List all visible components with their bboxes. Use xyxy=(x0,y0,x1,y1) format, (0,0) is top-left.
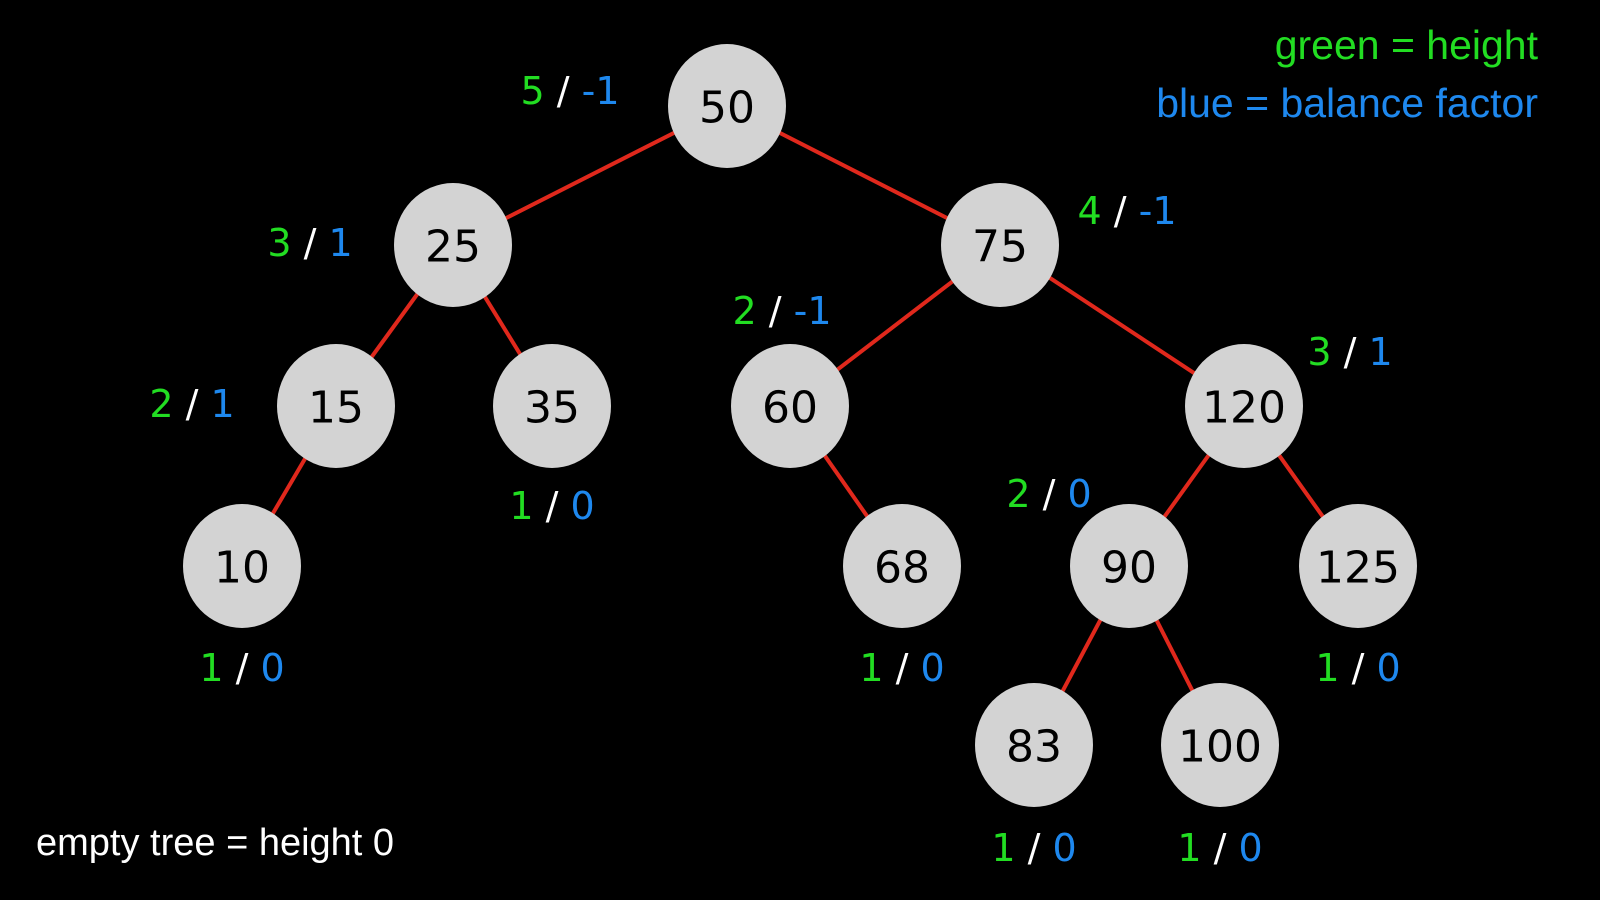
node-annotation-35: 1 / 0 xyxy=(509,484,594,528)
node-value: 25 xyxy=(425,222,481,273)
node-circle xyxy=(941,183,1059,307)
node-circle xyxy=(1299,504,1417,628)
node-circle xyxy=(731,344,849,468)
separator: / xyxy=(1202,826,1239,870)
height-value: 1 xyxy=(991,826,1015,870)
node-value: 125 xyxy=(1316,543,1400,594)
tree-node-10: 10 xyxy=(183,504,301,628)
separator: / xyxy=(224,646,261,690)
separator: / xyxy=(545,69,582,113)
node-annotation-75: 4 / -1 xyxy=(1077,189,1176,233)
node-annotation-100: 1 / 0 xyxy=(1177,826,1262,870)
height-value: 1 xyxy=(199,646,223,690)
node-annotation-120: 3 / 1 xyxy=(1307,330,1392,374)
balance-factor-value: -1 xyxy=(582,69,620,113)
node-value: 68 xyxy=(874,543,930,594)
separator: / xyxy=(174,382,211,426)
node-annotation-60: 2 / -1 xyxy=(732,289,831,333)
tree-node-75: 75 xyxy=(941,183,1059,307)
node-circle xyxy=(1161,683,1279,807)
tree-node-25: 25 xyxy=(394,183,512,307)
node-annotation-83: 1 / 0 xyxy=(991,826,1076,870)
legend: green = height blue = balance factor xyxy=(1156,16,1538,132)
legend-height: green = height xyxy=(1274,22,1538,68)
tree-node-60: 60 xyxy=(731,344,849,468)
separator: / xyxy=(1102,189,1139,233)
separator: / xyxy=(1332,330,1369,374)
node-circle xyxy=(843,504,961,628)
node-annotation-125: 1 / 0 xyxy=(1315,646,1400,690)
node-value: 83 xyxy=(1006,722,1062,773)
tree-node-35: 35 xyxy=(493,344,611,468)
balance-factor-value: 0 xyxy=(1067,472,1091,516)
node-annotation-15: 2 / 1 xyxy=(149,382,234,426)
node-value: 100 xyxy=(1178,722,1262,773)
node-circle xyxy=(975,683,1093,807)
height-value: 3 xyxy=(267,221,291,265)
height-value: 2 xyxy=(149,382,173,426)
balance-factor-value: 0 xyxy=(1238,826,1262,870)
separator: / xyxy=(757,289,794,333)
separator: / xyxy=(534,484,571,528)
node-annotation-10: 1 / 0 xyxy=(199,646,284,690)
node-value: 60 xyxy=(762,383,818,434)
balance-factor-value: 1 xyxy=(1368,330,1392,374)
node-circle xyxy=(668,44,786,168)
empty-tree-note: empty tree = height 0 xyxy=(36,822,395,864)
balance-factor-value: 0 xyxy=(1376,646,1400,690)
node-value: 10 xyxy=(214,543,270,594)
tree-node-50: 50 xyxy=(668,44,786,168)
height-value: 1 xyxy=(1177,826,1201,870)
height-value: 3 xyxy=(1307,330,1331,374)
separator: / xyxy=(292,221,329,265)
node-value: 120 xyxy=(1202,383,1286,434)
tree-node-120: 120 xyxy=(1185,344,1303,468)
separator: / xyxy=(884,646,921,690)
separator: / xyxy=(1340,646,1377,690)
node-value: 15 xyxy=(308,383,364,434)
node-circle xyxy=(1185,344,1303,468)
balance-factor-value: 0 xyxy=(260,646,284,690)
height-value: 1 xyxy=(1315,646,1339,690)
node-annotation-68: 1 / 0 xyxy=(859,646,944,690)
balance-factor-value: -1 xyxy=(1139,189,1177,233)
node-circle xyxy=(277,344,395,468)
height-value: 5 xyxy=(520,69,544,113)
node-annotation-90: 2 / 0 xyxy=(1006,472,1091,516)
tree-node-83: 83 xyxy=(975,683,1093,807)
node-circle xyxy=(493,344,611,468)
balance-factor-value: 0 xyxy=(570,484,594,528)
height-value: 4 xyxy=(1077,189,1101,233)
tree-node-68: 68 xyxy=(843,504,961,628)
node-circle xyxy=(1070,504,1188,628)
balance-factor-value: 1 xyxy=(328,221,352,265)
balance-factor-value: -1 xyxy=(794,289,832,333)
node-value: 90 xyxy=(1101,543,1157,594)
node-annotation-25: 3 / 1 xyxy=(267,221,352,265)
node-circle xyxy=(394,183,512,307)
legend-balance-factor: blue = balance factor xyxy=(1156,80,1538,126)
node-circle xyxy=(183,504,301,628)
tree-node-125: 125 xyxy=(1299,504,1417,628)
tree-node-15: 15 xyxy=(277,344,395,468)
height-value: 2 xyxy=(732,289,756,333)
balance-factor-value: 0 xyxy=(1052,826,1076,870)
node-value: 35 xyxy=(524,383,580,434)
height-value: 1 xyxy=(509,484,533,528)
height-value: 2 xyxy=(1006,472,1030,516)
height-value: 1 xyxy=(859,646,883,690)
balance-factor-value: 1 xyxy=(210,382,234,426)
tree-node-90: 90 xyxy=(1070,504,1188,628)
node-annotation-50: 5 / -1 xyxy=(520,69,619,113)
tree-node-100: 100 xyxy=(1161,683,1279,807)
separator: / xyxy=(1031,472,1068,516)
node-value: 50 xyxy=(699,83,755,134)
balance-factor-value: 0 xyxy=(920,646,944,690)
separator: / xyxy=(1016,826,1053,870)
node-value: 75 xyxy=(972,222,1028,273)
